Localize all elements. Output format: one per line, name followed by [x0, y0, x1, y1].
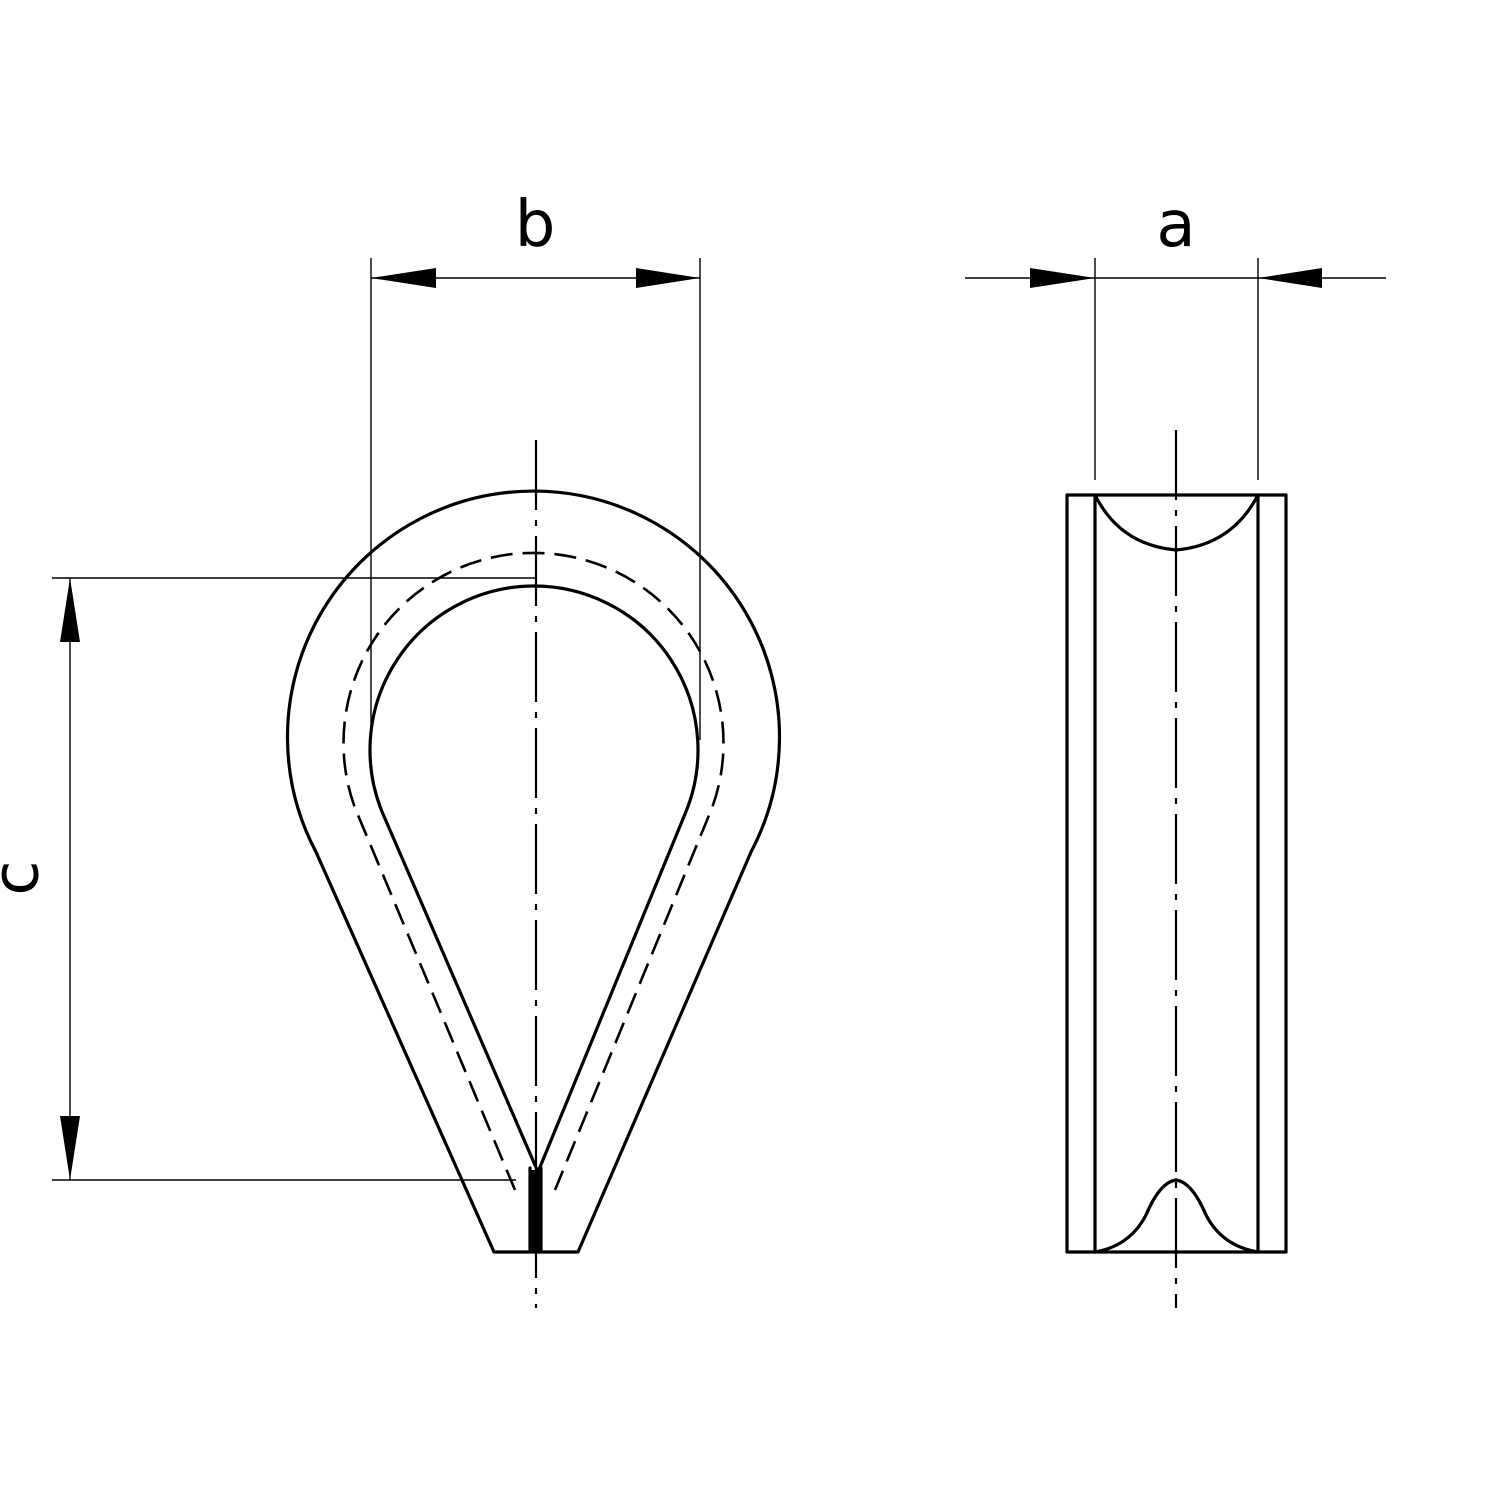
- dimension-a: a: [965, 188, 1386, 480]
- dimension-label-a: a: [1156, 188, 1195, 262]
- arrowhead-b-left: [371, 268, 436, 288]
- thimble-inner-contour: [368, 584, 700, 1174]
- thimble-groove-hidden-line: [342, 551, 725, 1191]
- dimension-b: b: [370, 188, 701, 740]
- front-view: [285, 440, 782, 1308]
- dimension-label-c: c: [0, 860, 54, 895]
- arrowhead-a-right: [1258, 268, 1322, 288]
- arrowhead-a-left: [1030, 268, 1095, 288]
- thimble-outer-contour: [285, 489, 782, 1254]
- side-view-bottom-groove: [1093, 1178, 1260, 1254]
- arrowhead-c-bottom: [60, 1116, 80, 1180]
- dimension-label-b: b: [515, 188, 556, 262]
- dimension-c: c: [0, 577, 536, 1181]
- side-view: [1065, 430, 1288, 1308]
- arrowhead-b-right: [636, 268, 700, 288]
- arrowhead-c-top: [60, 578, 80, 642]
